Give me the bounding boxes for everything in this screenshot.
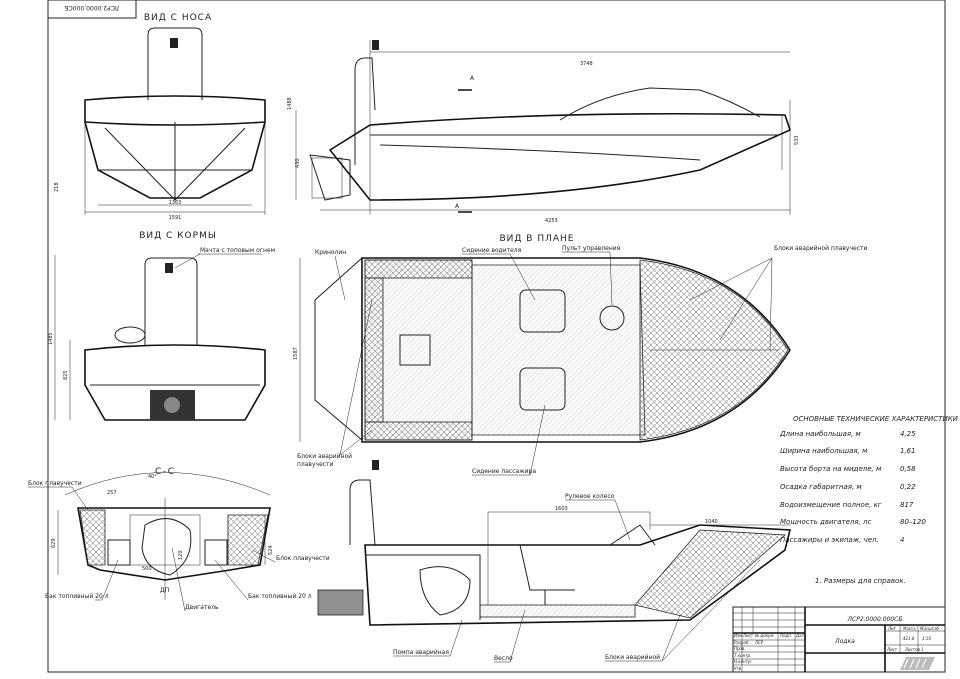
bow-view-title: ВИД С НОСА xyxy=(144,13,212,23)
tb-row: Утв. xyxy=(734,666,742,671)
section-view: С–С 40° 629 524 257 500 120 Блок плавуче… xyxy=(28,467,330,612)
dim-side-bow: 533 xyxy=(794,135,800,145)
section-mark-bottom: А xyxy=(455,203,460,210)
label-fuel-tank-left: Бак топливный 20 л xyxy=(45,593,109,600)
tb-scale: 1:10 xyxy=(922,636,931,641)
spec-value: 0,22 xyxy=(900,483,916,491)
label-flotation-plan-2: плавучести xyxy=(297,461,334,468)
bow-view: ВИД С НОСА 1363 1591 218 xyxy=(54,13,266,221)
specs-table: ОСНОВНЫЕ ТЕХНИЧЕСКИЕ ХАРАКТЕРИСТИКИ Длин… xyxy=(779,415,959,585)
label-engine: Двигатель xyxy=(185,604,219,611)
dim-bow-inner: 1363 xyxy=(169,200,182,206)
spec-name: Пассажиры и экипаж, чел. xyxy=(780,536,879,544)
dim-bow-draft: 218 xyxy=(54,182,60,192)
dim-side-stern: 430 xyxy=(295,158,301,168)
spec-value: 1,61 xyxy=(900,447,916,455)
label-float-block-left: Блок плавучести xyxy=(28,480,82,487)
drawing-frame xyxy=(47,0,946,673)
label-driver-seat: Сидение водителя xyxy=(462,247,522,254)
tb-row: Н.контр. xyxy=(734,659,752,664)
spec-value: 817 xyxy=(900,501,914,509)
tb-sheets: Листов 1 xyxy=(904,647,924,652)
spec-name: Водоизмещение полное, кг xyxy=(780,501,882,509)
dim-stern-height: 1485 xyxy=(48,332,54,345)
title-block-code: ЛСР2.0000.000СБ xyxy=(847,616,903,623)
dim-section-500: 500 xyxy=(142,566,152,572)
side-view: 1488 430 3748 533 4253 А А xyxy=(287,40,800,224)
tb-mass: 421,8 xyxy=(903,636,915,641)
dim-section-angle: 40° xyxy=(148,474,157,480)
spec-name: Высота борта на миделе, м xyxy=(780,465,882,473)
spec-value: 0,58 xyxy=(900,465,916,473)
spec-name: Ширина наибольшая, м xyxy=(780,447,868,455)
dim-section-257: 257 xyxy=(107,490,117,496)
tb-col: Дата xyxy=(795,633,807,638)
dim-section-524: 524 xyxy=(268,545,274,555)
label-float-block-right: Блок плавучести xyxy=(276,555,330,562)
title-block: ЛСР2.0000.000СБ Лодка Лит Масса Масштаб … xyxy=(732,606,946,673)
msc-logo xyxy=(900,657,935,670)
section-mark-top: А xyxy=(470,75,475,82)
plan-view-title: ВИД В ПЛАНЕ xyxy=(500,234,575,244)
tb-lit: Лит xyxy=(887,626,897,631)
dim-section-height: 629 xyxy=(51,538,57,548)
label-steering-wheel: Рулевое колесо xyxy=(565,493,615,500)
tb-mass-label: Масса xyxy=(903,626,916,631)
dim-section-120: 120 xyxy=(178,550,184,560)
label-mast: Мачта с топовым огнем xyxy=(200,247,275,254)
label-crinoline: Кринолин xyxy=(315,249,346,256)
tb-row: Разраб. xyxy=(734,640,750,645)
tb-sheet: Лист xyxy=(886,647,898,652)
cut-view: 1603 1040 Рулевое колесо Помпа аварийная… xyxy=(317,460,792,663)
label-fuel-tank-right: Бак топливный 20 л xyxy=(248,593,312,600)
dim-bow-outer: 1591 xyxy=(169,215,182,221)
tb-row: Пров. xyxy=(734,646,746,651)
tb-col: Изм xyxy=(734,633,742,638)
section-view-title: С–С xyxy=(155,467,175,477)
label-pump: Помпа аварийная xyxy=(393,649,449,656)
label-centerline: ДП xyxy=(160,587,169,594)
specs-title: ОСНОВНЫЕ ТЕХНИЧЕСКИЕ ХАРАКТЕРИСТИКИ xyxy=(793,415,959,423)
dim-stern-hull: 825 xyxy=(63,370,69,380)
dim-plan-width: 1587 xyxy=(293,347,299,360)
plan-view: ВИД В ПЛАНЕ 1587 Кринолин Сидение водите… xyxy=(293,234,868,476)
rotated-code-text: ЛСР2.0000.000СБ xyxy=(65,4,120,11)
tb-col: Подп. xyxy=(780,633,792,638)
tb-developer: ЛСР xyxy=(754,640,764,645)
specs-note: 1. Размеры для справок. xyxy=(815,577,906,585)
stern-view: ВИД С КОРМЫ Мачта с топовым огнем 1485 8… xyxy=(48,231,275,421)
dim-side-total: 4253 xyxy=(545,218,558,224)
label-passenger-seat: Сидение пассажира xyxy=(472,468,536,475)
dim-side-waterline: 3748 xyxy=(580,61,593,67)
spec-name: Осадка габаритная, м xyxy=(780,483,862,491)
rotated-code-stamp: ЛСР2.0000.000СБ xyxy=(47,0,137,19)
label-flotation-cut: Блоки аварийной xyxy=(605,654,660,661)
tb-scale-label: Масштаб xyxy=(920,626,940,631)
spec-value: 80–120 xyxy=(900,518,926,526)
label-flotation-bow: Блоки аварийной плавучести xyxy=(774,245,868,252)
tb-col: Лист xyxy=(742,633,754,638)
label-oar: Весло xyxy=(494,655,513,662)
spec-name: Длина наибольшая, м xyxy=(779,430,862,438)
title-block-name: Лодка xyxy=(834,638,855,645)
spec-name: Мощность двигателя, лс xyxy=(780,518,872,526)
dim-cut-1603: 1603 xyxy=(555,506,568,512)
dim-cut-1040: 1040 xyxy=(705,519,718,525)
label-console: Пульт управления xyxy=(562,245,621,252)
spec-value: 4 xyxy=(900,536,904,544)
label-flotation-plan-1: Блоки аварийной xyxy=(297,453,352,460)
tb-col: № докум. xyxy=(754,633,775,638)
tb-row: Т.контр. xyxy=(734,653,751,658)
stern-view-title: ВИД С КОРМЫ xyxy=(139,231,217,241)
spec-value: 4,25 xyxy=(900,430,916,438)
dim-side-height: 1488 xyxy=(287,97,293,110)
